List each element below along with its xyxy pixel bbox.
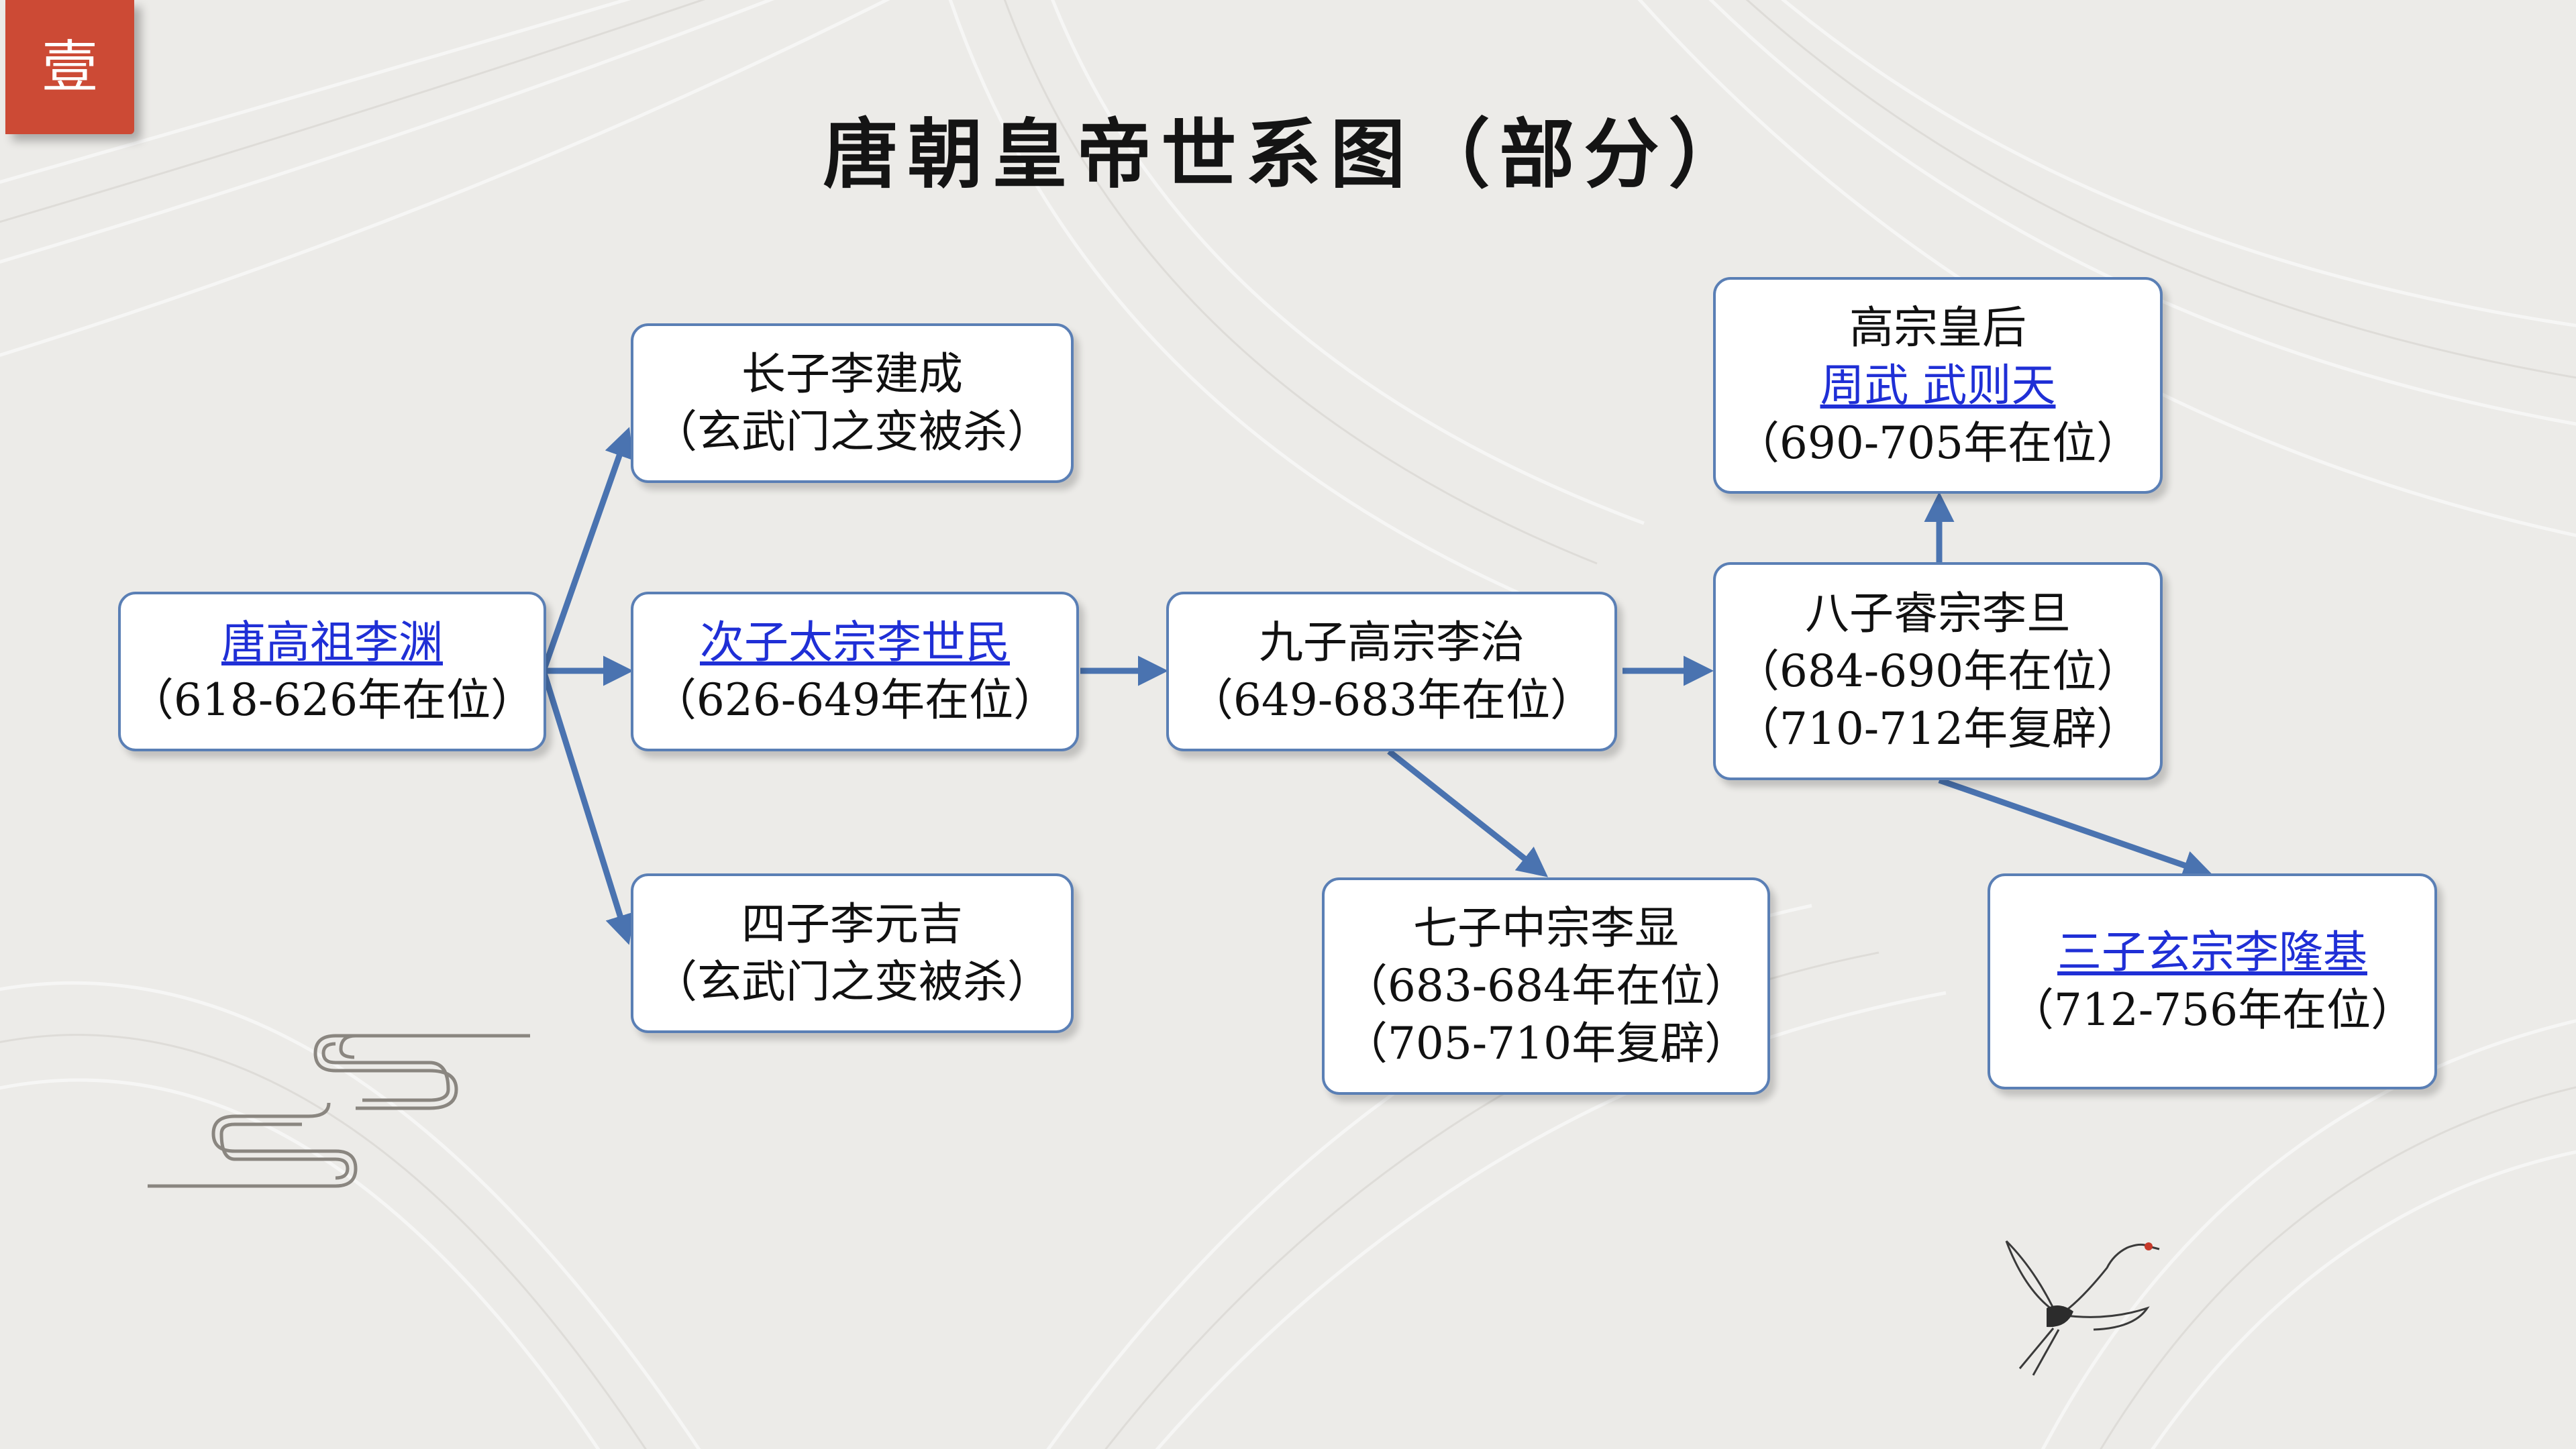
- node-jiancheng: 长子李建成 （玄武门之变被杀）: [631, 323, 1074, 483]
- node-taizong[interactable]: 次子太宗李世民 （626-649年在位）: [631, 592, 1079, 751]
- node-taizong-name[interactable]: 次子太宗李世民: [700, 616, 1010, 668]
- node-xuanzong-name[interactable]: 三子玄宗李隆基: [2057, 926, 2367, 978]
- node-jiancheng-name: 长子李建成: [741, 348, 963, 400]
- node-zhongzong-name: 七子中宗李显: [1413, 902, 1679, 954]
- auspicious-cloud-icon: [148, 1034, 530, 1188]
- node-zhongzong-reign: （683-684年在位）: [1343, 960, 1749, 1012]
- node-gaozong: 九子高宗李治 （649-683年在位）: [1166, 592, 1617, 751]
- node-gaozu-name[interactable]: 唐高祖李渊: [221, 616, 443, 668]
- node-ruizong-reign: （684-690年在位）: [1735, 645, 2141, 697]
- section-badge: 壹: [5, 0, 134, 134]
- node-wuzetian-title: 高宗皇后: [1849, 301, 2026, 354]
- crane-icon: [2005, 1240, 2160, 1376]
- node-jiancheng-note: （玄武门之变被杀）: [653, 406, 1051, 458]
- node-yuanji-note: （玄武门之变被杀）: [653, 956, 1051, 1008]
- node-ruizong: 八子睿宗李旦 （684-690年在位） （710-712年复辟）: [1713, 562, 2163, 780]
- page-title: 唐朝皇帝世系图（部分）: [823, 111, 1753, 199]
- node-wuzetian[interactable]: 高宗皇后 周武 武则天 （690-705年在位）: [1713, 277, 2163, 494]
- arrow-gaozu-yuanji: [540, 669, 635, 945]
- node-gaozong-name: 九子高宗李治: [1259, 616, 1525, 668]
- node-ruizong-restore: （710-712年复辟）: [1735, 702, 2141, 755]
- node-gaozu[interactable]: 唐高祖李渊 （618-626年在位）: [118, 592, 546, 751]
- node-xuanzong-reign: （712-756年在位）: [2009, 984, 2416, 1036]
- node-gaozong-reign: （649-683年在位）: [1188, 674, 1595, 726]
- node-zhongzong: 七子中宗李显 （683-684年在位） （705-710年复辟）: [1322, 877, 1770, 1095]
- node-xuanzong[interactable]: 三子玄宗李隆基 （712-756年在位）: [1988, 873, 2437, 1089]
- node-yuanji: 四子李元吉 （玄武门之变被杀）: [631, 873, 1074, 1033]
- node-taizong-reign: （626-649年在位）: [652, 674, 1058, 726]
- node-gaozu-reign: （618-626年在位）: [129, 674, 535, 726]
- node-yuanji-name: 四子李元吉: [741, 898, 963, 950]
- node-zhongzong-restore: （705-710年复辟）: [1343, 1018, 1749, 1069]
- node-ruizong-name: 八子睿宗李旦: [1805, 587, 2071, 639]
- node-wuzetian-name[interactable]: 周武 武则天: [1820, 359, 2056, 411]
- node-wuzetian-reign: （690-705年在位）: [1735, 417, 2141, 469]
- arrow-gaozu-jiancheng: [540, 427, 634, 672]
- arrow-ruizong-xuanzong: [1938, 777, 2214, 880]
- arrow-gaozong-zhongzong: [1387, 749, 1549, 877]
